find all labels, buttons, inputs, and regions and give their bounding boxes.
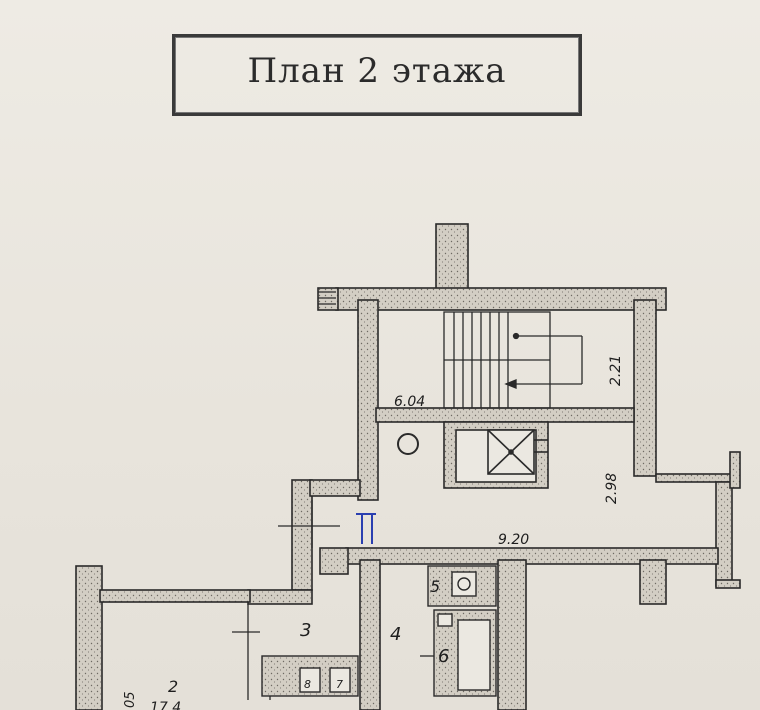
- room-6-label: 6: [438, 646, 449, 667]
- stair-block-walls: [317, 287, 667, 501]
- blue-pen-mark: [356, 513, 376, 544]
- floor-plan-title: План 2 этажа: [247, 51, 507, 91]
- lift-shaft: [443, 421, 549, 489]
- room-3-label: 3: [300, 620, 311, 641]
- room-5-label: 5: [430, 577, 440, 596]
- dim-lift-hall-height: 2.98: [604, 473, 620, 504]
- bathroom-block: [261, 565, 497, 697]
- balcony-walls: [655, 451, 741, 589]
- dim-stair-height: 2.21: [608, 355, 624, 386]
- dim-left-partial: 05: [123, 691, 138, 708]
- room-2-label: 2: [168, 677, 178, 696]
- staircase: [443, 311, 583, 409]
- room-7-label: 7: [336, 678, 343, 691]
- dim-corridor-width: 9.20: [498, 532, 529, 548]
- title-frame: План 2 этажа: [172, 34, 582, 116]
- room-8-label: 8: [304, 678, 311, 691]
- room-2-area: 17.4: [150, 700, 181, 710]
- chute-icon: [397, 433, 419, 455]
- room-4-label: 4: [390, 624, 401, 645]
- entry-steps: [318, 291, 336, 305]
- vent-shaft: [435, 223, 469, 297]
- dim-stair-width: 6.04: [394, 394, 425, 410]
- corridor-walls: [75, 479, 719, 710]
